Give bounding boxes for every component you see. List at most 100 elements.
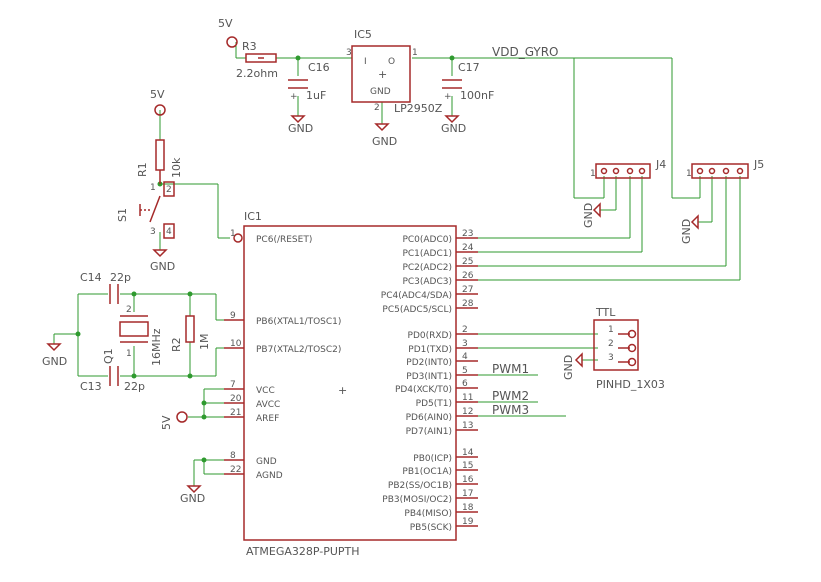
ic1-pin-name: PB4(MISO) xyxy=(404,509,452,519)
gnd-ttl-symbol xyxy=(574,352,583,368)
ttl-header: 1 2 3 TTL PINHD_1X03 xyxy=(593,306,665,391)
ic1-pin-name: PD6(AIN0) xyxy=(406,413,452,423)
ic1-ref: IC1 xyxy=(244,210,262,223)
junction-gnd xyxy=(201,457,207,463)
capacitor-c14: C14 22p xyxy=(80,271,131,304)
ic5-o-mark: O xyxy=(388,57,395,67)
ic1-pin-name: PB1(OC1A) xyxy=(402,467,452,477)
connector-j5: 1 J5 xyxy=(686,158,764,179)
r1-ref: R1 xyxy=(136,162,149,177)
gnd-ttl: GND xyxy=(562,352,583,380)
supply-5v-vcc-label: 5V xyxy=(160,415,173,430)
ic1-pin-name: PB7(XTAL2/TOSC2) xyxy=(256,345,341,355)
gnd-j5-symbol xyxy=(690,214,699,230)
ic1-pin-number: 9 xyxy=(230,311,236,321)
ic1-pin-number: 25 xyxy=(462,257,473,267)
j4-pin-2 xyxy=(612,167,620,175)
ttl-pin-2-label: 2 xyxy=(608,339,614,349)
gnd-j4-label: GND xyxy=(582,203,595,228)
j5-pin-1 xyxy=(696,167,704,175)
ic1-pin-name: PD2(INT0) xyxy=(406,358,452,368)
ic1-pin-name: PD7(AIN1) xyxy=(406,427,452,437)
gnd-s1: GND xyxy=(150,249,175,273)
c16-value: 1uF xyxy=(306,89,326,102)
c13-value: 22p xyxy=(124,380,145,393)
vdd-net-label: VDD_GYRO xyxy=(492,45,559,59)
junction-aref xyxy=(201,414,207,420)
c16-plus: + xyxy=(290,92,298,102)
ic1-pin-name: PD0(RXD) xyxy=(408,331,452,341)
gnd-ttl-label: GND xyxy=(562,355,575,380)
gnd-c17-label: GND xyxy=(441,122,466,135)
r2-body xyxy=(185,315,195,343)
ic1-pin-number: 5 xyxy=(462,366,468,376)
junction-cap-gnd xyxy=(75,331,81,337)
ttl-pin-1-label: 1 xyxy=(608,325,614,335)
c17-plus: + xyxy=(444,92,452,102)
ic1-pin-number: 8 xyxy=(230,451,236,461)
supply-5v-reset-label: 5V xyxy=(150,88,165,101)
gnd-s1-label: GND xyxy=(150,260,175,273)
s1-pin-2: 2 xyxy=(166,185,172,195)
s1-ref: S1 xyxy=(116,208,129,222)
ic5-pin-gnd: 2 xyxy=(374,103,380,113)
ic1-pin-number: 16 xyxy=(462,475,474,485)
resistor-r3: R3 2.2ohm xyxy=(236,40,278,80)
supply-5v-reset: 5V xyxy=(150,88,166,116)
ic5-plus: + xyxy=(378,68,387,81)
ic5-body xyxy=(351,45,411,103)
regulator-ic5: IC5 3 1 2 I O + GND LP2950Z xyxy=(346,28,443,115)
r1-value: 10k xyxy=(170,157,183,178)
ttl-body xyxy=(593,319,639,371)
j5-pin-4 xyxy=(736,167,744,175)
gnd-j4-symbol xyxy=(592,202,601,218)
ic1-pin-name: PC0(ADC0) xyxy=(402,235,452,245)
supply-5v-label: 5V xyxy=(218,17,233,30)
r3-value: 2.2ohm xyxy=(236,67,278,80)
ic1-pin-name: AGND xyxy=(256,471,283,481)
ic1-pin-name: PD5(T1) xyxy=(416,399,452,409)
q1-pin-2: 2 xyxy=(126,305,132,315)
ic1-pin-number: 12 xyxy=(462,407,473,417)
ic1-pin-number: 17 xyxy=(462,489,473,499)
wires xyxy=(53,42,741,486)
j4-ref: J4 xyxy=(655,158,666,171)
j4-pin-3 xyxy=(626,167,634,175)
gnd-s1-symbol xyxy=(152,249,168,258)
ic1-pin-name: PC5(ADC5/SCL) xyxy=(382,305,452,315)
ic1-body xyxy=(243,225,457,541)
gnd-j4: GND xyxy=(582,202,601,228)
junctions xyxy=(75,55,455,463)
j5-pin-3 xyxy=(722,167,730,175)
net-pwm3: PWM3 xyxy=(492,403,529,417)
capacitor-c13: C13 22p xyxy=(80,366,145,393)
r2-ref: R2 xyxy=(170,337,183,352)
gnd-symbols: GND GND GND xyxy=(288,115,466,148)
c17-value: 100nF xyxy=(460,89,494,102)
ic1-pin-name: VCC xyxy=(256,386,275,396)
ic1-center-mark: + xyxy=(338,384,347,397)
ic1-pin-name: PB3(MOSI/OC2) xyxy=(382,495,452,505)
gnd-c16-symbol xyxy=(290,115,306,124)
ic1-right-pins: 23PC0(ADC0)24PC1(ADC1)25PC2(ADC2)26PC3(A… xyxy=(381,229,478,533)
ic1-pin-number: 2 xyxy=(462,325,468,335)
ic1-pin-number: 22 xyxy=(230,465,241,475)
ic1-pin-number: 7 xyxy=(230,380,236,390)
ic1-pin-name: PC1(ADC1) xyxy=(402,249,452,259)
ic1-pin-name: PB0(ICP) xyxy=(413,454,452,464)
ic1-pin-name: GND xyxy=(256,457,277,467)
supply-5v-symbol xyxy=(226,36,238,48)
crystal-q1: 2 1 Q1 16MHz xyxy=(102,305,163,366)
